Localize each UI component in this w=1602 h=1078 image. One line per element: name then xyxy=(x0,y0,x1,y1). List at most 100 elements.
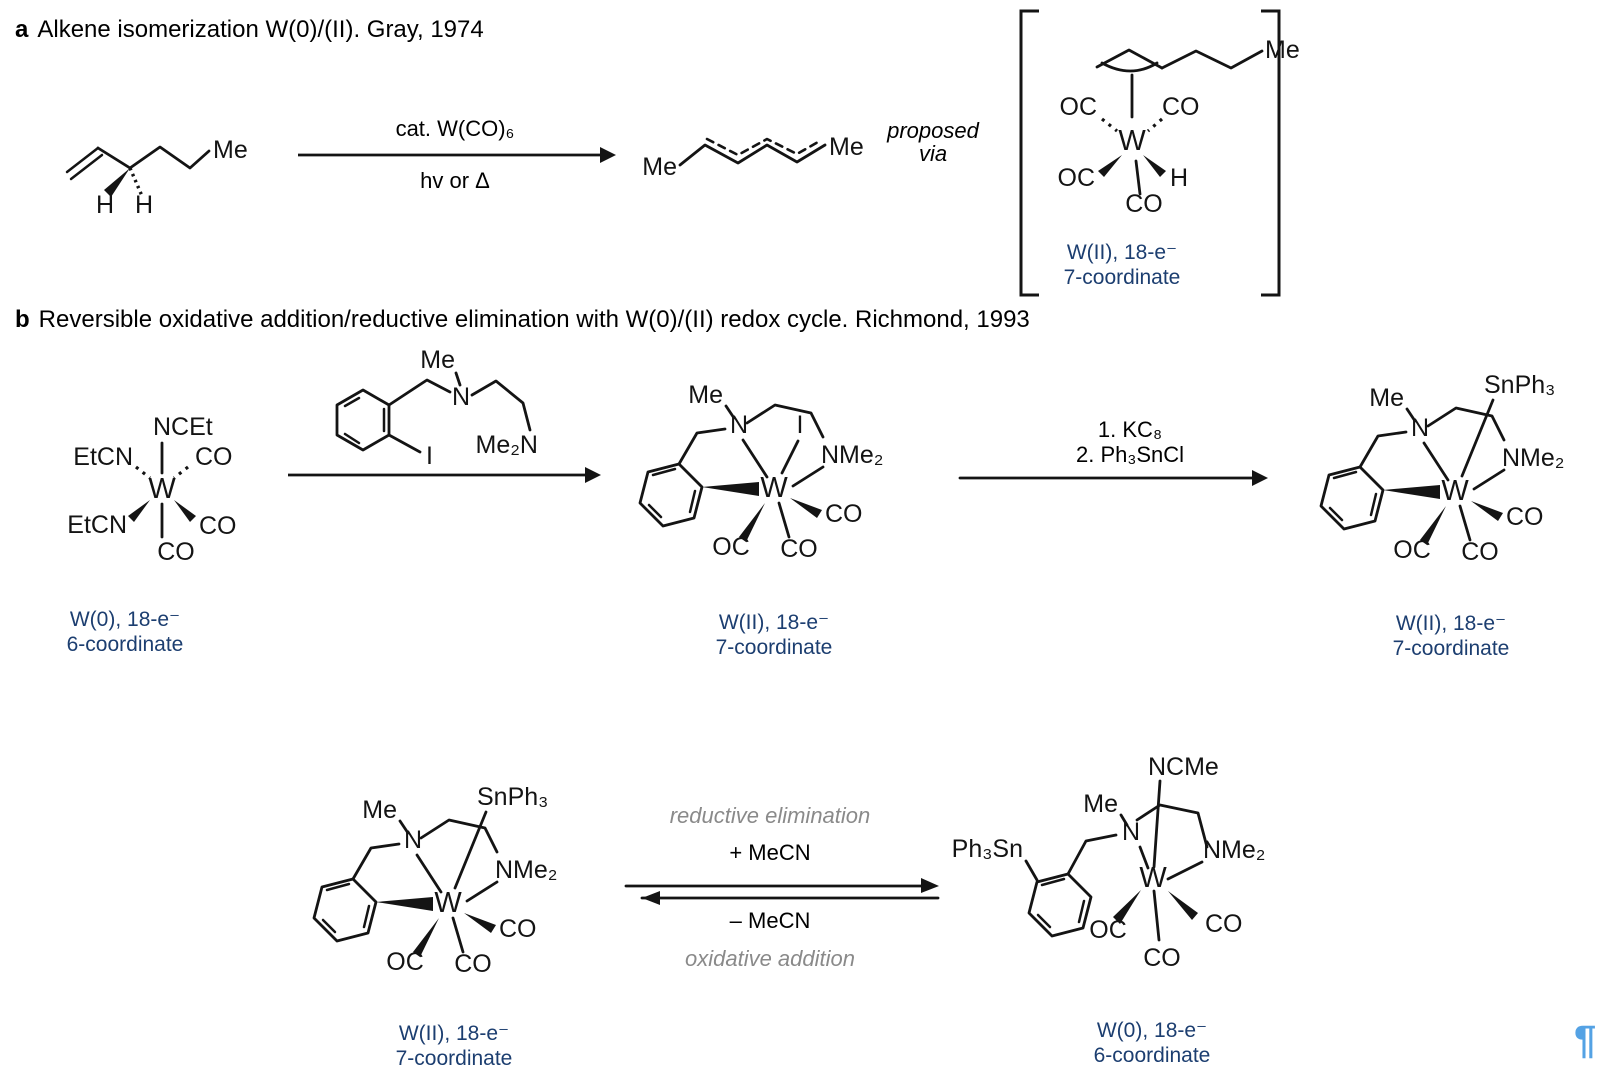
atom-label-h: H xyxy=(135,191,153,219)
atom-label-nme2: NMe₂ xyxy=(821,441,884,469)
atom-label-oc: OC xyxy=(1393,536,1431,564)
dashed-bond-co xyxy=(1146,117,1164,133)
atom-label-co: CO xyxy=(780,535,818,563)
benzene-ring xyxy=(1027,872,1093,938)
dashed-double-bonds xyxy=(705,137,820,157)
equilibrium-forward-label: reductive elimination xyxy=(669,803,871,828)
atom-label-oc: OC xyxy=(386,948,424,976)
atom-label-nme2: NMe₂ xyxy=(1203,836,1266,864)
atom-label-i: I xyxy=(426,442,433,470)
atom-label-me: Me xyxy=(642,153,677,181)
atom-label-me: Me xyxy=(829,133,864,161)
bond-sn-aryl xyxy=(1024,859,1039,882)
caption-b-start: W(0), 18-e⁻ 6-coordinate xyxy=(66,608,184,656)
atom-label-w: W xyxy=(1441,475,1469,507)
atom-label-me2n: Me₂N xyxy=(476,431,539,459)
benzene-ring xyxy=(335,388,391,452)
bond-w-i xyxy=(780,439,800,475)
atom-label-w: W xyxy=(434,887,462,919)
ethylene-bridge xyxy=(1135,803,1209,849)
bond-nme2-w xyxy=(1166,860,1204,881)
equilibrium-forward-reagent: + MeCN xyxy=(729,840,811,865)
panel-a-label: a xyxy=(15,16,29,43)
wedge-bond-etcn xyxy=(128,500,150,522)
structure-w0-mecn-product: Ph₃Sn N Me NCMe NMe₂ W OC CO CO xyxy=(952,753,1266,972)
equilibrium-reverse-label: oxidative addition xyxy=(684,946,855,971)
arrow-a-condition-bottom: hv or Δ xyxy=(420,168,490,193)
atom-label-w: W xyxy=(148,473,176,505)
bond-w-ncme xyxy=(1152,779,1162,869)
wedge-bond-h xyxy=(104,168,130,197)
wedge-bond-aryl xyxy=(702,482,759,496)
bond-nme2-w xyxy=(791,465,825,488)
atom-label-oc: OC xyxy=(1089,916,1127,944)
atom-label-h: H xyxy=(1170,164,1188,192)
atom-label-oc: OC xyxy=(1058,164,1096,192)
bond-n-me xyxy=(454,371,462,387)
reaction-arrow-b1 xyxy=(288,467,601,483)
atom-label-etcn: EtCN xyxy=(73,443,133,471)
caption-b-iodide: W(II), 18-e⁻ 7-coordinate xyxy=(715,611,833,659)
wedge-bond-co xyxy=(174,500,196,522)
hash-bond-h xyxy=(128,167,144,197)
wedge-bond-oc xyxy=(1420,506,1446,545)
reaction-arrow-b2 xyxy=(958,470,1268,486)
benzene-ring xyxy=(638,462,704,528)
arrow-b2-conditions: 1. KC₈ 2. Ph₃SnCl xyxy=(1075,417,1184,467)
equilibrium-reverse-reagent: – MeCN xyxy=(729,908,811,933)
arrowhead xyxy=(600,147,616,163)
arrowhead xyxy=(585,467,601,483)
structure-w-iodide-metallacycle: N Me NMe₂ I W CO OC CO xyxy=(638,381,884,563)
wedge-bond-oc xyxy=(1113,890,1141,924)
atom-label-nme2: NMe₂ xyxy=(495,856,558,884)
atom-label-oc: OC xyxy=(1060,93,1098,121)
reaction-arrow-a xyxy=(298,147,616,163)
wedge-bond-aryl xyxy=(1383,485,1440,499)
atom-label-co: CO xyxy=(1205,910,1243,938)
atom-label-w: W xyxy=(1118,125,1146,157)
caption-bottom-left: W(II), 18-e⁻ 7-coordinate xyxy=(395,1022,513,1070)
atom-label-co: CO xyxy=(1125,190,1163,218)
wedge-bond-oc xyxy=(413,918,439,957)
structure-hexadiene-product: Me Me xyxy=(642,133,864,181)
bond-n-w xyxy=(1422,441,1450,482)
arrow-a-condition-top: cat. W(CO)₆ xyxy=(395,116,515,141)
ethylene-bridge xyxy=(745,403,825,439)
structure-w-stannyl-metallacycle: N Me NMe₂ SnPh₃ W CO OC CO xyxy=(1319,371,1565,566)
atom-label-me: Me xyxy=(213,136,248,164)
atom-label-ph3sn: Ph₃Sn xyxy=(952,835,1023,863)
dashed-bond-etcn xyxy=(135,465,151,480)
eta2-alkene-arc xyxy=(1100,61,1159,73)
caption-bottom-right: W(0), 18-e⁻ 6-coordinate xyxy=(1093,1019,1211,1067)
left-bracket xyxy=(1019,9,1039,297)
caption-a-intermediate: W(II), 18-e⁻ 7-coordinate xyxy=(1063,241,1181,289)
benzene-ring xyxy=(1319,465,1385,531)
bond-n-me xyxy=(398,819,410,835)
atom-label-w: W xyxy=(1139,862,1167,894)
wedge-bond-aryl xyxy=(376,897,433,911)
atom-label-co: CO xyxy=(1162,93,1200,121)
atom-label-nme2: NMe₂ xyxy=(1502,444,1565,472)
atom-label-co: CO xyxy=(1506,503,1544,531)
atom-label-h: H xyxy=(96,191,114,219)
wedge-bond-co xyxy=(790,498,822,518)
atom-label-oc: OC xyxy=(712,533,750,561)
bond-n-me xyxy=(1405,407,1417,423)
atom-label-snph3: SnPh₃ xyxy=(477,783,548,811)
structure-w-allyl-hydride: Me W OC CO OC H CO xyxy=(1019,9,1300,297)
atom-label-me: Me xyxy=(688,381,723,409)
atom-label-co: CO xyxy=(499,915,537,943)
dashed-bond-oc xyxy=(1101,117,1118,133)
bond-c-i xyxy=(387,433,422,454)
wedge-bond-co xyxy=(1168,891,1198,920)
atom-label-ncet: NCEt xyxy=(153,413,213,441)
atom-label-n: N xyxy=(452,383,470,411)
ethylene-bridge xyxy=(1426,406,1506,442)
atom-label-co: CO xyxy=(454,950,492,978)
arrowhead-left xyxy=(642,891,660,905)
dashed-bond-co xyxy=(173,465,189,480)
atom-label-co: CO xyxy=(157,538,195,566)
atom-label-etcn: EtCN xyxy=(67,511,127,539)
